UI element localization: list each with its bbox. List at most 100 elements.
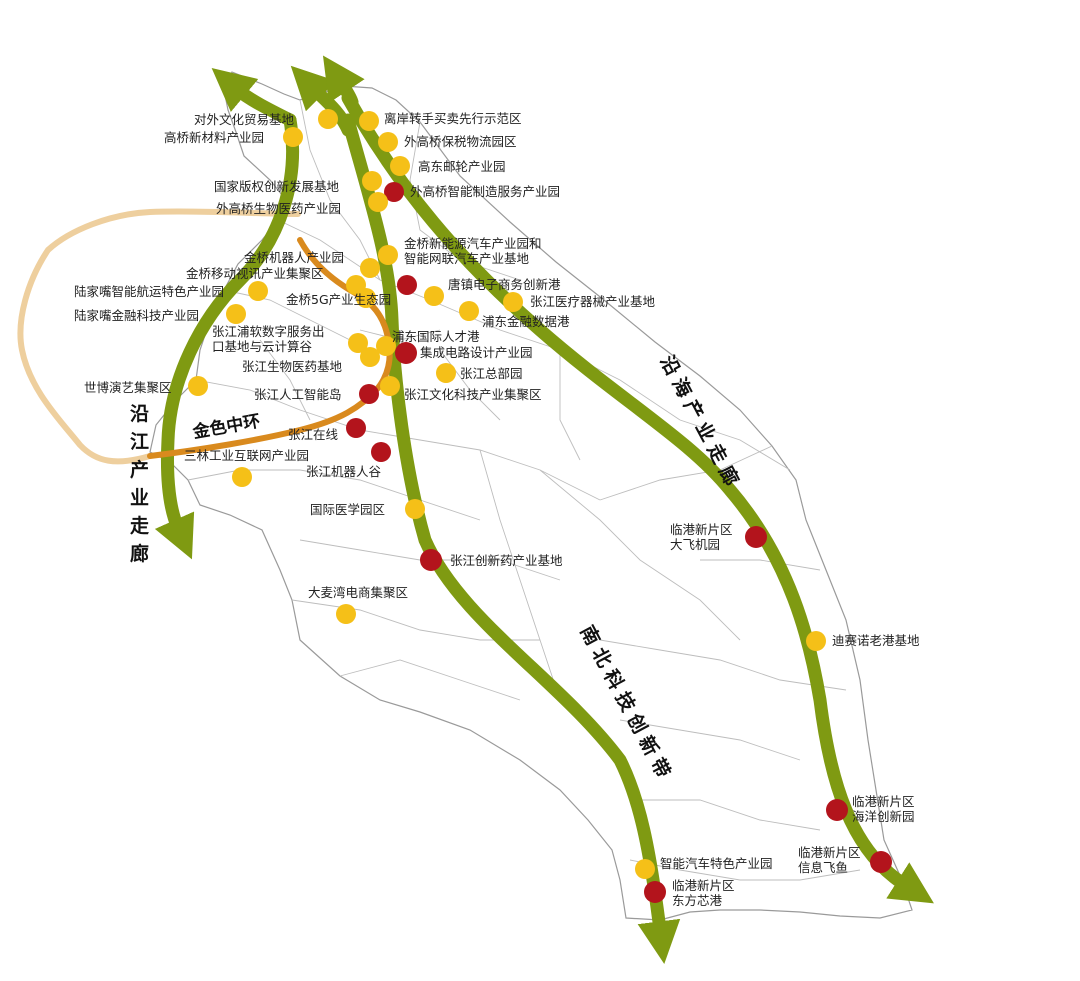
- corridor-label-char: 江: [130, 431, 149, 453]
- park-marker-gold: [362, 171, 382, 191]
- park-label-line: 临港新片区: [670, 522, 733, 537]
- park-label: 张江机器人谷: [306, 464, 382, 479]
- park-marker-red: [384, 182, 404, 202]
- park-marker-gold: [503, 292, 523, 312]
- park-label: 临港新片区大飞机园: [670, 522, 733, 552]
- park-group-pd-jinrong: 浦东金融数据港: [459, 301, 570, 329]
- yanjiang-north-arrow: [211, 68, 297, 127]
- park-label: 浦东国际人才港: [392, 329, 480, 344]
- park-label: 外高桥生物医药产业园: [216, 201, 341, 216]
- nanbei-north-arrow: [290, 65, 355, 137]
- park-label: 国际医学园区: [310, 502, 385, 517]
- park-label: 外高桥保税物流园区: [404, 134, 517, 149]
- park-marker-red: [359, 384, 379, 404]
- park-marker-gold: [360, 347, 380, 367]
- park-group-zj-puruan: 张江浦软数字服务出口基地与云计算谷: [212, 324, 368, 354]
- park-label: 金桥新能源汽车产业园和智能网联汽车产业基地: [404, 236, 542, 266]
- park-group-jq-jiqiren: 金桥机器人产业园: [244, 250, 380, 278]
- park-marker-red: [745, 526, 767, 548]
- park-group-zj-yiliao: 张江医疗器械产业基地: [503, 292, 656, 312]
- park-label: 智能汽车特色产业园: [660, 856, 773, 871]
- park-marker-gold: [436, 363, 456, 383]
- park-label: 金桥5G产业生态园: [286, 292, 391, 307]
- park-group-jq-xinnengyuan: 金桥新能源汽车产业园和智能网联汽车产业基地: [378, 236, 542, 266]
- park-group-zj-zaixian: 张江在线: [288, 418, 366, 442]
- park-marker-red: [371, 442, 391, 462]
- park-marker-gold: [348, 333, 368, 353]
- park-marker-gold: [232, 467, 252, 487]
- park-label: 高东邮轮产业园: [418, 159, 506, 174]
- park-group-shibo: 世博演艺集聚区: [84, 376, 208, 396]
- corridor-label-yanjiang: 沿 江 产 业 走 廊: [130, 403, 149, 565]
- park-label: 集成电路设计产业园: [420, 345, 533, 360]
- park-label: 张江创新药产业基地: [450, 553, 563, 568]
- park-label: 临港新片区海洋创新园: [852, 794, 915, 824]
- park-marker-gold: [188, 376, 208, 396]
- park-label-line: 临港新片区: [798, 845, 861, 860]
- park-marker-gold: [283, 127, 303, 147]
- park-group-tangzhen: 唐镇电子商务创新港: [397, 275, 561, 306]
- park-label: 国家版权创新发展基地: [214, 179, 340, 194]
- park-group-zj-shengwu: 张江生物医药基地: [242, 347, 380, 374]
- park-group-ljz-jinrong: 陆家嘴金融科技产业园: [74, 304, 246, 324]
- park-group-damaiwan: 大麦湾电商集聚区: [308, 585, 408, 624]
- park-group-lg-haiyang: 临港新片区海洋创新园: [826, 794, 915, 824]
- park-group-gaodong: 高东邮轮产业园: [390, 156, 506, 176]
- park-label-line: 口基地与云计算谷: [212, 339, 313, 354]
- park-marker-red: [826, 799, 848, 821]
- park-marker-red: [420, 549, 442, 571]
- park-group-ljz-hangyun: 陆家嘴智能航运特色产业园: [74, 281, 268, 301]
- park-label: 张江总部园: [460, 366, 523, 381]
- park-label: 张江生物医药基地: [242, 359, 343, 374]
- park-group-jq-5g: 金桥5G产业生态园: [286, 288, 391, 308]
- park-marker-gold: [424, 286, 444, 306]
- park-label: 临港新片区东方芯港: [672, 878, 735, 908]
- park-group-gaoqiao: 高桥新材料产业园: [164, 127, 303, 147]
- park-group-wgq-shengwu: 外高桥生物医药产业园: [216, 192, 388, 216]
- park-marker-gold: [359, 111, 379, 131]
- park-marker-gold: [226, 304, 246, 324]
- park-marker-gold: [378, 132, 398, 152]
- corridor-label-char: 产: [130, 458, 149, 481]
- park-label: 世博演艺集聚区: [84, 380, 172, 395]
- park-marker-gold: [405, 499, 425, 519]
- park-group-zj-zongbu: 张江总部园: [436, 363, 523, 383]
- park-label-line: 金桥新能源汽车产业园和: [404, 236, 542, 251]
- outer-ring-line: [17, 208, 301, 465]
- park-label: 张江浦软数字服务出口基地与云计算谷: [212, 324, 325, 354]
- park-group-zj-wenhua: 张江文化科技产业集聚区: [380, 376, 542, 402]
- park-marker-gold: [336, 604, 356, 624]
- park-label-line: 张江浦软数字服务出: [212, 324, 325, 339]
- park-marker-red: [644, 881, 666, 903]
- park-label: 张江医疗器械产业基地: [530, 294, 656, 309]
- park-group-zhineng-qiche: 智能汽车特色产业园: [635, 856, 773, 879]
- yanhai-north-arrow: [322, 55, 365, 109]
- park-marker-gold: [376, 336, 396, 356]
- park-label: 高桥新材料产业园: [164, 130, 264, 145]
- park-group-disainuo: 迪赛诺老港基地: [806, 631, 920, 651]
- park-label: 金桥移动视讯产业集聚区: [186, 266, 324, 281]
- park-marker-gold: [356, 288, 376, 308]
- park-group-lian: 离岸转手买卖先行示范区: [359, 111, 522, 131]
- park-marker-gold: [360, 258, 380, 278]
- park-marker-red: [346, 418, 366, 438]
- park-marker-gold: [380, 376, 400, 396]
- park-group-zj-chuangxinyao: 张江创新药产业基地: [420, 549, 563, 571]
- corridor-label-char: 沿: [130, 403, 149, 425]
- park-group-wgq-zhineng: 外高桥智能制造服务产业园: [384, 182, 560, 202]
- park-group-duiwai: 对外文化贸易基地: [194, 109, 338, 129]
- park-label: 张江文化科技产业集聚区: [404, 387, 542, 402]
- park-label-line: 海洋创新园: [852, 809, 915, 824]
- park-group-lg-dongfang: 临港新片区东方芯港: [644, 878, 735, 908]
- park-group-sanlin: 三林工业互联网产业园: [184, 448, 309, 487]
- park-marker-red: [395, 342, 417, 364]
- park-label: 迪赛诺老港基地: [832, 633, 920, 648]
- park-marker-red: [397, 275, 417, 295]
- park-label: 陆家嘴金融科技产业园: [74, 308, 199, 323]
- park-label-line: 信息飞鱼: [798, 860, 848, 875]
- park-marker-gold: [390, 156, 410, 176]
- park-group-wgq-baoshui: 外高桥保税物流园区: [378, 132, 517, 152]
- park-marker-gold: [318, 109, 338, 129]
- park-group-lg-dafei: 临港新片区大飞机园: [670, 522, 767, 552]
